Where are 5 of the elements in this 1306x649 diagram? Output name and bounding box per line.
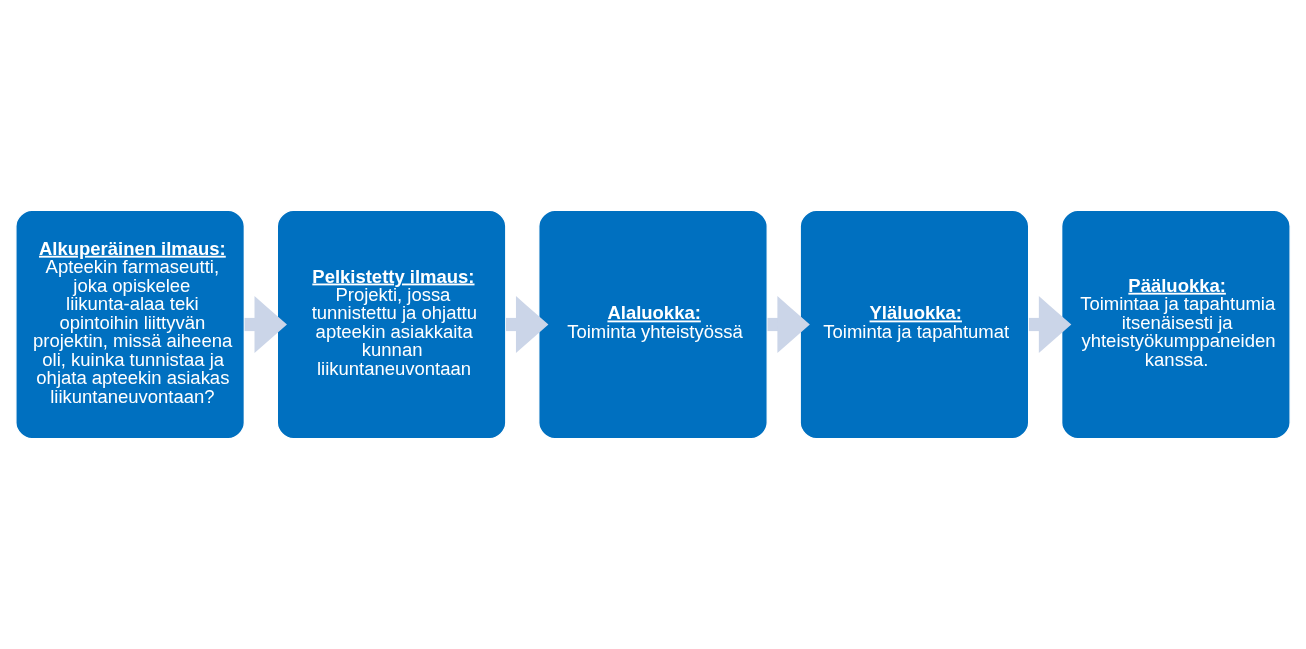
node-box: Yläluokka: Toiminta ja tapahtumat bbox=[799, 209, 1030, 440]
node-box: Pääluokka: Toimintaa ja tapahtumia itsenäisesti ja yhteistyökumppaneiden kanssa. bbox=[1061, 209, 1291, 440]
node-box: Alaluokka: Toiminta yhteistyössä bbox=[538, 209, 768, 440]
node-box: Alkuperäinen ilmaus: Apteekin farmaseutti, joka opiskelee liikunta-alaa teki opintoihin liittyvän projektin, missä aiheena oli, kuinka tunnistaa ja ohjata apteekin asiakas liikuntaneuvontaan? bbox=[15, 209, 245, 440]
node-box: Pelkistetty ilmaus: Projekti, jossa tunnistettu ja ohjattu apteekin asiakkaita kunnan liikuntaneuvontaan bbox=[276, 209, 507, 440]
